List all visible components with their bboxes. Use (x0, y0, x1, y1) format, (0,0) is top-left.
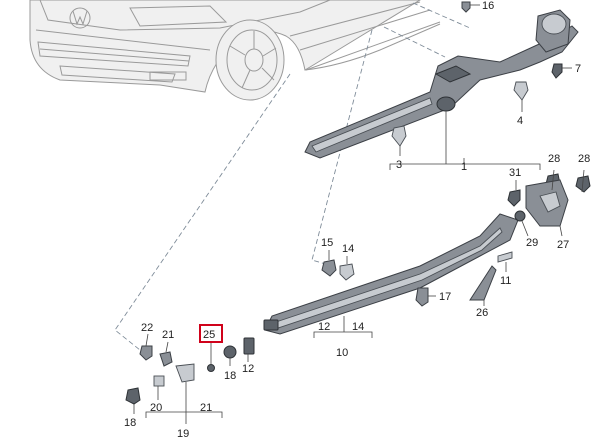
callout-19: 19 (177, 428, 189, 440)
callout-29: 29 (526, 237, 538, 249)
callout-1: 1 (461, 161, 467, 173)
car-illustration (29, 0, 441, 101)
callout-11: 11 (500, 275, 511, 287)
callout-17: 17 (439, 291, 451, 303)
callout-12a: 12 (318, 321, 330, 333)
callout-21b: 21 (200, 402, 212, 414)
callout-labels: 16 7 4 3 1 28 28 31 27 29 11 26 17 15 14… (124, 0, 590, 440)
highlight-box-25 (199, 324, 223, 343)
callout-28a: 28 (548, 153, 560, 165)
callout-25: 25 (203, 329, 215, 341)
callout-3: 3 (396, 159, 402, 171)
callout-20: 20 (150, 402, 162, 414)
callout-10: 10 (336, 347, 348, 359)
callout-14b: 14 (352, 321, 364, 333)
callout-26: 26 (476, 307, 488, 319)
callout-18b: 18 (124, 417, 136, 429)
callout-28b: 28 (578, 153, 590, 165)
leader-lines (133, 4, 585, 424)
callout-22: 22 (141, 322, 153, 334)
callout-15: 15 (321, 237, 333, 249)
callout-12b: 12 (242, 363, 254, 375)
callout-7: 7 (575, 63, 581, 75)
callout-31: 31 (509, 167, 521, 179)
callout-18a: 18 (224, 370, 236, 382)
sill-trim-part-1 (304, 9, 579, 159)
callout-27: 27 (557, 239, 569, 251)
callout-21a: 21 (162, 329, 174, 341)
callout-4: 4 (517, 115, 523, 127)
callout-16: 16 (482, 0, 494, 12)
callout-14a: 14 (342, 243, 354, 255)
